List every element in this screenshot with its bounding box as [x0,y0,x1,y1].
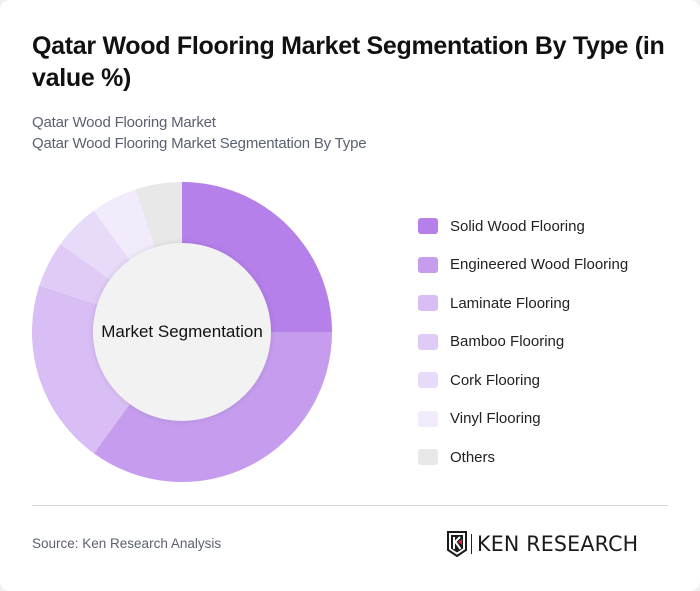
legend-label: Engineered Wood Flooring [450,256,629,274]
legend-swatch [418,295,438,312]
donut-center-circle [93,243,271,421]
ken-research-shield-icon [447,531,467,557]
legend-label: Vinyl Flooring [450,410,541,428]
legend-item-others[interactable]: Others [418,438,628,477]
chart-subtitle-market: Qatar Wood Flooring Market [32,114,216,131]
legend-label: Laminate Flooring [450,294,571,312]
legend-item-laminate[interactable]: Laminate Flooring [418,284,628,323]
legend-swatch [418,449,438,466]
legend-item-solid-wood[interactable]: Solid Wood Flooring [418,207,628,246]
logo-separator [471,534,472,554]
donut-chart-svg [32,182,332,482]
chart-subtitle-segmentation: Qatar Wood Flooring Market Segmentation … [32,135,367,152]
logo-wordmark: KEN RESEARCH [477,532,639,556]
legend-swatch [418,372,438,389]
legend-swatch [418,333,438,350]
source-note: Source: Ken Research Analysis [32,536,222,551]
legend-label: Others [450,448,496,466]
legend-item-cork[interactable]: Cork Flooring [418,361,628,400]
legend-label: Cork Flooring [450,371,541,389]
donut-chart: Market Segmentation [32,182,332,482]
legend-swatch [418,256,438,273]
ken-research-logo: KEN RESEARCH [447,530,642,558]
legend-item-bamboo[interactable]: Bamboo Flooring [418,323,628,362]
chart-title: Qatar Wood Flooring Market Segmentation … [32,32,665,92]
chart-legend: Solid Wood Flooring Engineered Wood Floo… [418,207,628,477]
legend-item-engineered-wood[interactable]: Engineered Wood Flooring [418,246,628,285]
legend-swatch [418,218,438,235]
legend-item-vinyl[interactable]: Vinyl Flooring [418,400,628,439]
legend-swatch [418,410,438,427]
legend-label: Solid Wood Flooring [450,217,585,235]
footer-divider [32,505,668,506]
legend-label: Bamboo Flooring [450,333,565,351]
